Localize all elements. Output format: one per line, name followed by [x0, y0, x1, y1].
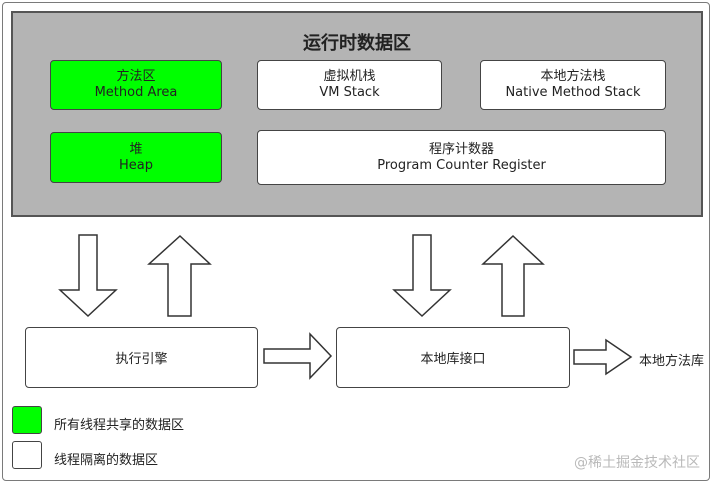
right-arrow-interface-to-library: [573, 338, 633, 376]
vm-stack-zh: 虚拟机栈: [323, 69, 376, 84]
program-counter-register-zh: 程序计数器: [428, 141, 494, 157]
method-area-en: Method Area: [94, 85, 178, 100]
down-arrow-right: [392, 234, 452, 318]
vm-stack-en: VM Stack: [319, 85, 380, 100]
heap-en: Heap: [119, 157, 153, 173]
native-method-stack-zh: 本地方法栈: [540, 69, 606, 84]
heap-box: 堆 Heap: [50, 132, 222, 183]
down-arrow-left: [58, 234, 118, 318]
native-method-stack-en: Native Method Stack: [505, 85, 641, 100]
legend-shared-label: 所有线程共享的数据区: [54, 418, 185, 433]
method-area-box: 方法区 Method Area: [50, 60, 222, 110]
legend-isolated-swatch: [12, 441, 42, 469]
program-counter-register-en: Program Counter Register: [377, 157, 546, 173]
execution-engine-label: 执行引擎: [115, 352, 168, 367]
up-arrow-left: [147, 234, 212, 317]
runtime-data-area-title: 运行时数据区: [303, 33, 411, 54]
legend-shared-swatch: [12, 406, 42, 434]
up-arrow-right: [481, 234, 545, 317]
native-interface-label: 本地库接口: [420, 352, 486, 367]
legend-isolated-label: 线程隔离的数据区: [54, 453, 159, 468]
program-counter-register-box: 程序计数器 Program Counter Register: [257, 130, 666, 185]
native-method-stack-box: 本地方法栈 Native Method Stack: [480, 60, 666, 110]
watermark: @稀土掘金技术社区: [574, 455, 700, 471]
method-area-zh: 方法区: [116, 69, 156, 84]
native-library-label: 本地方法库: [639, 354, 705, 369]
native-interface-box: 本地库接口: [336, 327, 570, 388]
execution-engine-box: 执行引擎: [25, 327, 258, 388]
right-arrow-engine-to-interface: [263, 332, 333, 380]
vm-stack-box: 虚拟机栈 VM Stack: [257, 60, 442, 110]
heap-zh: 堆: [129, 141, 143, 157]
